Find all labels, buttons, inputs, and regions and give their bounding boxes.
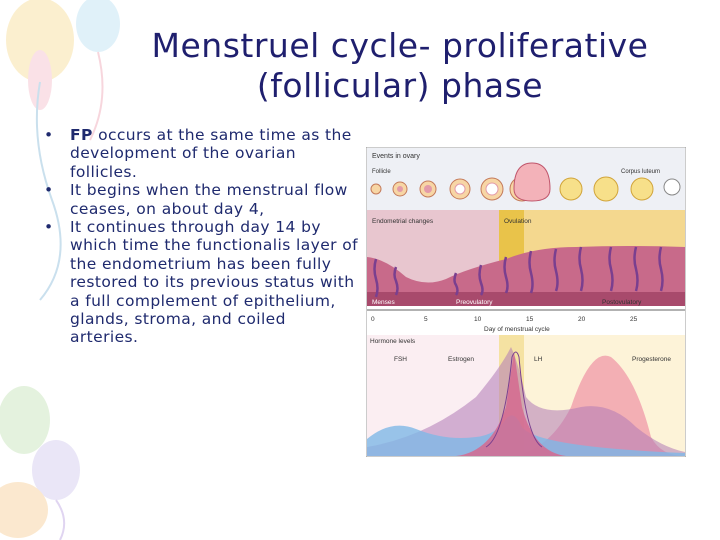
bullet-item: FP occurs at the same time as the develo…: [40, 126, 358, 181]
follicle-label: Follicle: [372, 169, 391, 175]
slide-title: Menstruel cycle- proliferative (follicul…: [60, 26, 720, 106]
bullet-text: occurs at the same time as the developme…: [70, 126, 352, 181]
phase-preovulatory: Preovulatory: [456, 299, 493, 306]
ovulating-follicle: [513, 162, 551, 202]
tick-label: 20: [578, 316, 586, 323]
title-line-2: (follicular) phase: [256, 66, 544, 105]
day-ticks: 0 5 10 15 20 25: [371, 316, 638, 323]
follicle: [454, 183, 466, 195]
tick-label: 5: [424, 316, 428, 323]
tick-label: 0: [371, 316, 375, 323]
follicle: [485, 182, 499, 196]
follicle: [370, 183, 382, 195]
phase-postovulatory: Postovulatory: [602, 299, 642, 306]
axis-label: Day of menstrual cycle: [484, 326, 550, 333]
fsh-label: FSH: [394, 356, 407, 363]
phase-menses: Menses: [372, 299, 396, 306]
events-label: Events in ovary: [372, 153, 420, 160]
tick-label: 10: [474, 316, 482, 323]
endometrial-label: Endometrial changes: [372, 218, 434, 225]
follicle: [424, 185, 432, 193]
corpus-albicans: [663, 178, 681, 196]
menstrual-cycle-diagram: Events in ovary Follicle Corpus luteum E…: [366, 147, 686, 457]
lh-curve: [456, 352, 566, 456]
corpus-luteum: [630, 177, 654, 201]
lh-peak-line: [485, 351, 543, 448]
lh-label: LH: [534, 356, 543, 363]
estrogen-label: Estrogen: [448, 356, 474, 363]
bullet-strong: FP: [70, 126, 93, 144]
bullet-text: It begins when the menstrual flow ceases…: [70, 181, 348, 218]
coiled-arteries: [373, 246, 664, 298]
title-line-1: Menstruel cycle- proliferative: [151, 26, 649, 65]
bullet-item: It begins when the menstrual flow ceases…: [40, 181, 358, 218]
endometrium-layer: [367, 246, 685, 306]
progesterone-label: Progesterone: [632, 356, 671, 363]
estrogen-curve: [367, 347, 685, 456]
follicle-row: [370, 162, 681, 202]
follicle: [397, 186, 403, 192]
ovulation-label: Ovulation: [504, 218, 532, 225]
bullet-item: It continues through day 14 by which tim…: [40, 218, 358, 347]
bullet-list: FP occurs at the same time as the develo…: [40, 126, 358, 347]
endometrium-base: [367, 292, 685, 306]
tick-label: 15: [526, 316, 534, 323]
bullet-text: It continues through day 14 by which tim…: [70, 218, 358, 347]
corpus-luteum: [559, 177, 583, 201]
tick-label: 25: [630, 316, 638, 323]
corpus-label: Corpus luteum: [621, 169, 660, 175]
corpus-luteum: [593, 176, 619, 202]
hormone-label: Hormone levels: [370, 338, 416, 345]
